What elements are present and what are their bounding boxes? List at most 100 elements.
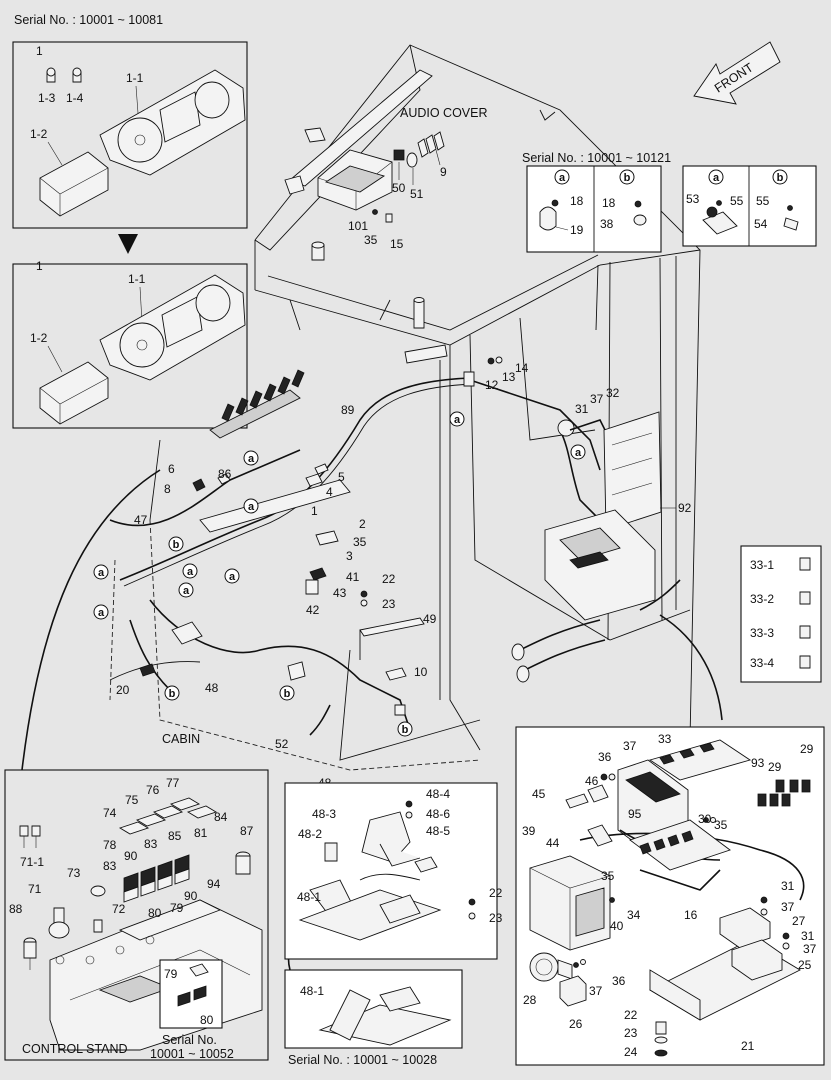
part-label: 8 — [164, 482, 171, 496]
part-label: 6 — [168, 462, 175, 476]
part-label: 94 — [207, 877, 221, 891]
part-label: 44 — [546, 836, 560, 850]
part-label: 23 — [489, 911, 503, 925]
serial-range-label: Serial No. : 10001 ~ 10081 — [14, 13, 163, 27]
part-label: 33-2 — [750, 592, 774, 606]
part-label: 54 — [754, 217, 768, 231]
callout-a: a — [454, 414, 461, 426]
part-label: 83 — [103, 859, 117, 873]
part-label: 30 — [698, 812, 712, 826]
part-label: 48-1 — [297, 890, 321, 904]
part-label: 29 — [768, 760, 782, 774]
part-label: 36 — [598, 750, 612, 764]
part-label: 52 — [275, 737, 289, 751]
inset-electric-box: 36 37 33 29 29 93 46 45 95 30 35 39 44 3… — [515, 726, 825, 1066]
part-label: 18 — [602, 196, 616, 210]
part-label: 1-1 — [128, 272, 146, 286]
part-label: 33-3 — [750, 626, 774, 640]
callout-b: b — [777, 172, 784, 184]
part-label: 71 — [28, 882, 42, 896]
callout-a: a — [248, 453, 255, 465]
part-label: 26 — [569, 1017, 583, 1031]
part-label: 1-4 — [66, 91, 84, 105]
front-arrow: FRONT — [693, 41, 781, 105]
inset-serial-current-clamp: a b 53 55 55 54 — [682, 165, 817, 247]
part-label: 49 — [423, 612, 437, 626]
part-label: 10 — [414, 665, 428, 679]
part-label: 72 — [112, 902, 126, 916]
serial-range-label: Serial No. : 10001 ~ 10121 — [522, 151, 671, 165]
audio-cover-label: AUDIO COVER — [400, 106, 488, 120]
part-label: 38 — [600, 217, 614, 231]
part-label: 20 — [116, 683, 130, 697]
callout-b: b — [169, 688, 176, 700]
callout-a: a — [98, 567, 105, 579]
callout-a: a — [248, 501, 255, 513]
callout-b: b — [402, 724, 409, 736]
part-label: 31 — [781, 879, 795, 893]
part-label: 51 — [410, 187, 424, 201]
audio-group: AUDIO COVER 101 50 51 9 35 15 — [317, 106, 488, 251]
part-label: 1-3 — [38, 91, 56, 105]
part-label: 93 — [751, 756, 765, 770]
part-label: 75 — [125, 793, 139, 807]
part-label: 36 — [612, 974, 626, 988]
part-label: 22 — [624, 1008, 638, 1022]
callout-a: a — [98, 607, 105, 619]
inset-pedal-48: 48 48-4 48-3 48-6 48-5 48-2 48-1 22 23 4… — [284, 776, 503, 1067]
part-label: 32 — [606, 386, 620, 400]
part-label: 37 — [803, 942, 817, 956]
inset-relays-33: 33-1 33-2 33-3 33-4 — [740, 545, 822, 683]
leader-curve-right — [659, 614, 723, 721]
cabin-callouts: a a a a b a a a a a b b b — [93, 411, 586, 737]
part-label: 39 — [522, 824, 536, 838]
part-label: 101 — [348, 219, 368, 233]
part-label: 74 — [103, 806, 117, 820]
part-label: 79 — [170, 901, 184, 915]
inset-control-stand: 74 75 76 77 84 81 78 83 85 87 90 83 94 9… — [4, 769, 269, 1061]
part-label: 4 — [326, 485, 333, 499]
part-label: 3 — [346, 549, 353, 563]
part-label: 35 — [364, 233, 378, 247]
part-label: 55 — [756, 194, 770, 208]
part-label: 37 — [589, 984, 603, 998]
part-label: 55 — [730, 194, 744, 208]
part-label: 37 — [781, 900, 795, 914]
part-label: 48-2 — [298, 827, 322, 841]
part-label: 33-4 — [750, 656, 774, 670]
part-label: 18 — [570, 194, 584, 208]
inset-gauge-current: 1 1-1 1-2 — [12, 259, 248, 429]
callout-b: b — [624, 172, 631, 184]
part-label: 47 — [134, 513, 148, 527]
part-label: 2 — [359, 517, 366, 531]
part-label: 31 — [575, 402, 589, 416]
part-label: 86 — [218, 467, 232, 481]
callout-a: a — [229, 571, 236, 583]
serial-label: Serial No. : 10001 ~ 10028 — [288, 1053, 437, 1067]
part-label: 14 — [515, 361, 529, 375]
serial-label: Serial No. — [162, 1033, 217, 1047]
part-label: 35 — [714, 818, 728, 832]
part-label: 35 — [601, 869, 615, 883]
part-label: 9 — [440, 165, 447, 179]
part-label: 87 — [240, 824, 254, 838]
part-label: 1-1 — [126, 71, 144, 85]
callout-a: a — [575, 447, 582, 459]
part-label: 23 — [382, 597, 396, 611]
part-label: 22 — [489, 886, 503, 900]
part-label: 45 — [532, 787, 546, 801]
part-label: 15 — [390, 237, 404, 251]
part-label: 80 — [148, 906, 162, 920]
part-label: 77 — [166, 776, 180, 790]
part-label: 48-6 — [426, 807, 450, 821]
callout-b: b — [284, 688, 291, 700]
callout-a: a — [713, 172, 720, 184]
part-label: 35 — [353, 535, 367, 549]
callout-a: a — [187, 566, 194, 578]
part-label: 50 — [392, 181, 406, 195]
part-label: 42 — [306, 603, 320, 617]
part-label: 1 — [36, 44, 43, 58]
part-label: 48-5 — [426, 824, 450, 838]
part-label: 23 — [624, 1026, 638, 1040]
part-label: 84 — [214, 810, 228, 824]
